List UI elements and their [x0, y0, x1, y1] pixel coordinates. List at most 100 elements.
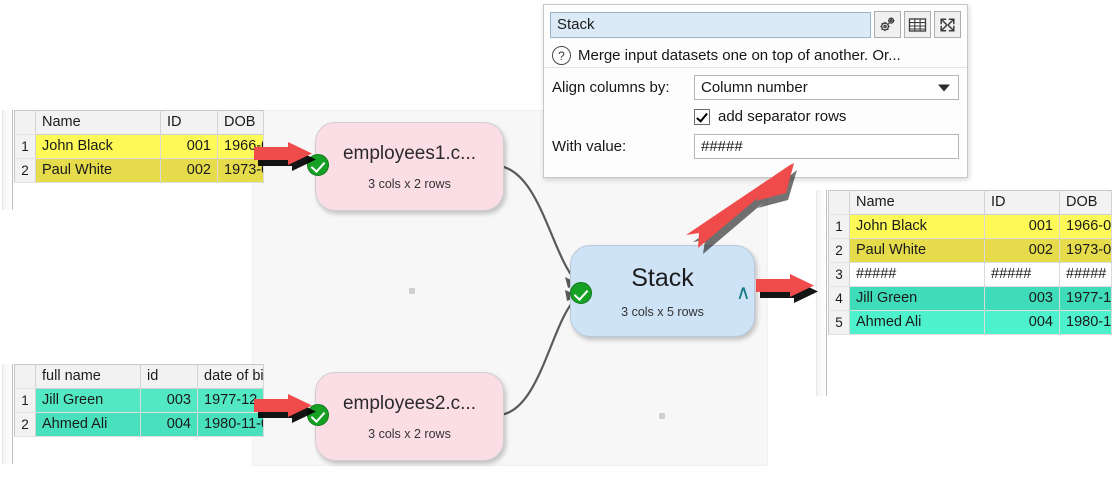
cell-id[interactable]: 002 — [160, 158, 218, 183]
node-subtitle: 3 cols x 5 rows — [621, 304, 704, 319]
cell-name[interactable]: Paul White — [849, 238, 985, 263]
output-table-stack[interactable]: Name ID DOB 1 John Black 001 1966-07-01 … — [828, 190, 1112, 335]
cell-id[interactable]: ##### — [984, 262, 1060, 287]
table-header-row: Name ID DOB — [828, 190, 1112, 215]
node-title: employees2.c... — [342, 392, 477, 414]
row-number: 1 — [14, 134, 36, 159]
with-value-row: With value: — [544, 125, 967, 159]
help-icon[interactable]: ? — [552, 46, 571, 65]
cell-dob[interactable]: ##### — [1059, 262, 1112, 287]
align-columns-value: Column number — [701, 79, 808, 96]
cell-id[interactable]: 001 — [984, 214, 1060, 239]
table-row[interactable]: 2 Paul White 002 1973-03-11 — [828, 238, 1112, 263]
table2-vertical-scrollbar[interactable] — [2, 364, 13, 464]
canvas-grid-dot — [659, 413, 665, 419]
cell-name[interactable]: Jill Green — [849, 286, 985, 311]
item-settings-panel[interactable]: ? Merge input datasets one on top of ano… — [543, 4, 968, 178]
cell-name[interactable]: ##### — [849, 262, 985, 287]
input-table-employees1[interactable]: Name ID DOB 1 John Black 001 1966-07-01 … — [14, 110, 264, 183]
table-row[interactable]: 1 Jill Green 003 1977-12-30 — [14, 388, 264, 413]
cell-id[interactable]: 003 — [984, 286, 1060, 311]
annotation-arrow-dialog-to-stack — [672, 162, 802, 272]
cell-name[interactable]: Paul White — [35, 158, 161, 183]
description-row: ? Merge input datasets one on top of ano… — [544, 42, 967, 68]
settings-gear-icon[interactable] — [874, 11, 901, 38]
annotation-arrow-to-employees1 — [254, 140, 326, 186]
row-number: 5 — [828, 310, 850, 335]
row-header-corner — [14, 110, 36, 135]
table-row[interactable]: 1 John Black 001 1966-07-01 — [828, 214, 1112, 239]
table-view-icon[interactable] — [904, 11, 931, 38]
node-title: employees1.c... — [342, 142, 477, 164]
table-header-row: full name id date of birth — [14, 364, 264, 389]
row-number: 2 — [14, 412, 36, 437]
annotation-arrow-to-output-table — [756, 272, 828, 318]
column-header-date-of-birth[interactable]: date of birth — [197, 364, 264, 389]
with-value-label: With value: — [552, 138, 627, 155]
column-header-dob[interactable]: DOB — [1059, 190, 1112, 215]
cell-id[interactable]: 004 — [140, 412, 198, 437]
annotation-arrow-to-employees2 — [254, 392, 326, 438]
node-subtitle: 3 cols x 2 rows — [368, 176, 451, 191]
column-header-dob[interactable]: DOB — [217, 110, 264, 135]
table-row[interactable]: 2 Paul White 002 1973-03-11 — [14, 158, 264, 183]
column-header-name[interactable]: Name — [35, 110, 161, 135]
node-employees1[interactable]: employees1.c... 3 cols x 2 rows — [315, 122, 504, 211]
cell-full-name[interactable]: Jill Green — [35, 388, 141, 413]
add-separator-rows-label[interactable]: add separator rows — [718, 108, 847, 125]
cell-dob[interactable]: 1977-12-30 — [1059, 286, 1112, 311]
row-number: 2 — [14, 158, 36, 183]
column-header-name[interactable]: Name — [849, 190, 985, 215]
with-value-input[interactable] — [694, 134, 959, 159]
align-columns-select[interactable]: Column number — [694, 75, 959, 100]
row-number: 3 — [828, 262, 850, 287]
output-table-vertical-scrollbar[interactable] — [816, 190, 827, 396]
cell-id[interactable]: 003 — [140, 388, 198, 413]
expand-icon[interactable] — [934, 11, 961, 38]
cell-full-name[interactable]: Ahmed Ali — [35, 412, 141, 437]
dialog-header-row — [544, 5, 967, 42]
table-row-separator[interactable]: 3 ##### ##### ##### — [828, 262, 1112, 287]
cell-date-of-birth[interactable]: 1980-11-05 — [197, 412, 264, 437]
table-row[interactable]: 4 Jill Green 003 1977-12-30 — [828, 286, 1112, 311]
column-header-id[interactable]: id — [140, 364, 198, 389]
cell-name[interactable]: John Black — [35, 134, 161, 159]
input-table-employees2[interactable]: full name id date of birth 1 Jill Green … — [14, 364, 264, 437]
cell-name[interactable]: John Black — [849, 214, 985, 239]
node-status-ok-icon — [570, 282, 592, 304]
table-row[interactable]: 1 John Black 001 1966-07-01 — [14, 134, 264, 159]
cell-dob[interactable]: 1973-03-11 — [217, 158, 264, 183]
align-columns-label: Align columns by: — [552, 79, 670, 96]
separator-rows-row: add separator rows — [544, 100, 967, 125]
column-header-id[interactable]: ID — [160, 110, 218, 135]
cell-id[interactable]: 001 — [160, 134, 218, 159]
chevron-down-icon[interactable] — [938, 84, 950, 91]
add-separator-rows-checkbox[interactable] — [694, 108, 710, 125]
cell-dob[interactable]: 1966-07-01 — [1059, 214, 1112, 239]
canvas-grid-dot — [409, 288, 415, 294]
row-number: 2 — [828, 238, 850, 263]
cell-dob[interactable]: 1980-11-05 — [1059, 310, 1112, 335]
table-row[interactable]: 2 Ahmed Ali 004 1980-11-05 — [14, 412, 264, 437]
table-row[interactable]: 5 Ahmed Ali 004 1980-11-05 — [828, 310, 1112, 335]
cell-name[interactable]: Ahmed Ali — [849, 310, 985, 335]
row-number: 4 — [828, 286, 850, 311]
cell-id[interactable]: 004 — [984, 310, 1060, 335]
table-header-row: Name ID DOB — [14, 110, 264, 135]
item-name-input[interactable] — [550, 11, 871, 38]
item-description: Merge input datasets one on top of anoth… — [578, 47, 901, 64]
cell-date-of-birth[interactable]: 1977-12-30 — [197, 388, 264, 413]
node-employees2[interactable]: employees2.c... 3 cols x 2 rows — [315, 372, 504, 461]
cell-dob[interactable]: 1973-03-11 — [1059, 238, 1112, 263]
column-header-id[interactable]: ID — [984, 190, 1060, 215]
node-stack[interactable]: Stack 3 cols x 5 rows — [570, 245, 755, 337]
cell-id[interactable]: 002 — [984, 238, 1060, 263]
row-header-corner — [14, 364, 36, 389]
node-subtitle: 3 cols x 2 rows — [368, 426, 451, 441]
node-output-caret-icon[interactable]: ∧ — [736, 280, 751, 304]
table1-vertical-scrollbar[interactable] — [2, 110, 13, 210]
column-header-full-name[interactable]: full name — [35, 364, 141, 389]
row-header-corner — [828, 190, 850, 215]
node-title: Stack — [631, 263, 694, 292]
align-columns-row: Align columns by: Column number — [544, 68, 967, 100]
